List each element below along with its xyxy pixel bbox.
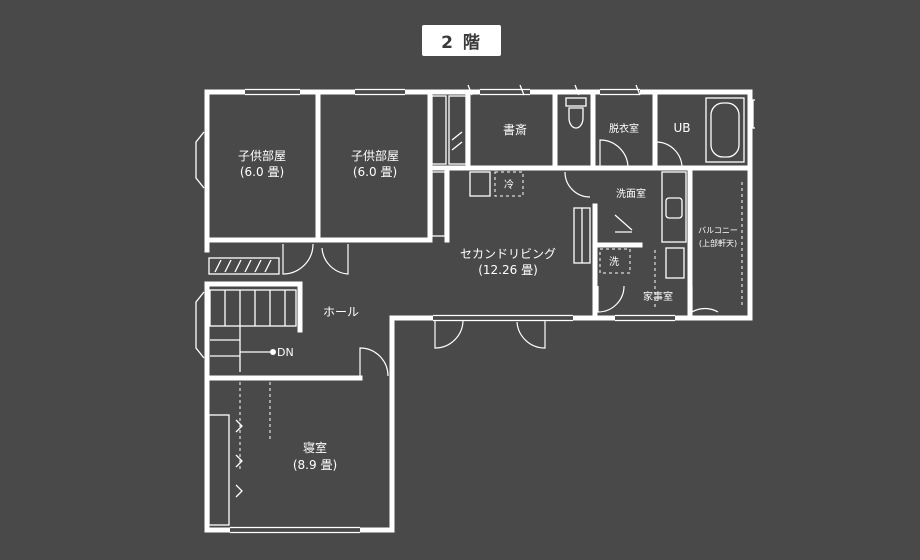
- housework-room-name: 家事室: [643, 290, 673, 303]
- wash-room-name: 洗面室: [616, 187, 646, 200]
- windows: [195, 84, 755, 534]
- second-living-area: (12.26 畳): [478, 263, 538, 277]
- kids-room-2-name: 子供部屋: [351, 148, 399, 163]
- bath-name: UB: [673, 121, 690, 135]
- balcony-note: (上部軒天): [699, 238, 737, 248]
- room-labels: 子供部屋 (6.0 畳) 子供部屋 (6.0 畳) 書斎 脱衣室 UB 冷 洗面…: [238, 121, 738, 472]
- staircase: [209, 289, 297, 470]
- fridge-label: 冷: [504, 178, 514, 191]
- fixtures: [469, 97, 745, 310]
- stairs-down-label: DN: [277, 346, 294, 359]
- exterior-walls: [204, 89, 753, 533]
- study-name: 書斎: [503, 122, 527, 137]
- bedroom-area: (8.9 畳): [293, 458, 337, 472]
- undress-room-name: 脱衣室: [609, 122, 639, 135]
- kids-room-1-area: (6.0 畳): [240, 165, 284, 179]
- closets: [208, 95, 591, 526]
- second-living-name: セカンドリビング: [460, 247, 556, 261]
- floor-title-badge: 2 階: [422, 25, 501, 56]
- hall-name: ホール: [323, 305, 359, 319]
- kids-room-1-name: 子供部屋: [238, 148, 286, 163]
- bedroom-name: 寝室: [303, 440, 327, 455]
- laundry-label: 洗: [609, 256, 619, 268]
- balcony-name: バルコニー: [698, 226, 738, 235]
- doors: [282, 139, 719, 378]
- kids-room-2-area: (6.0 畳): [353, 165, 397, 179]
- interior-walls: [204, 89, 753, 381]
